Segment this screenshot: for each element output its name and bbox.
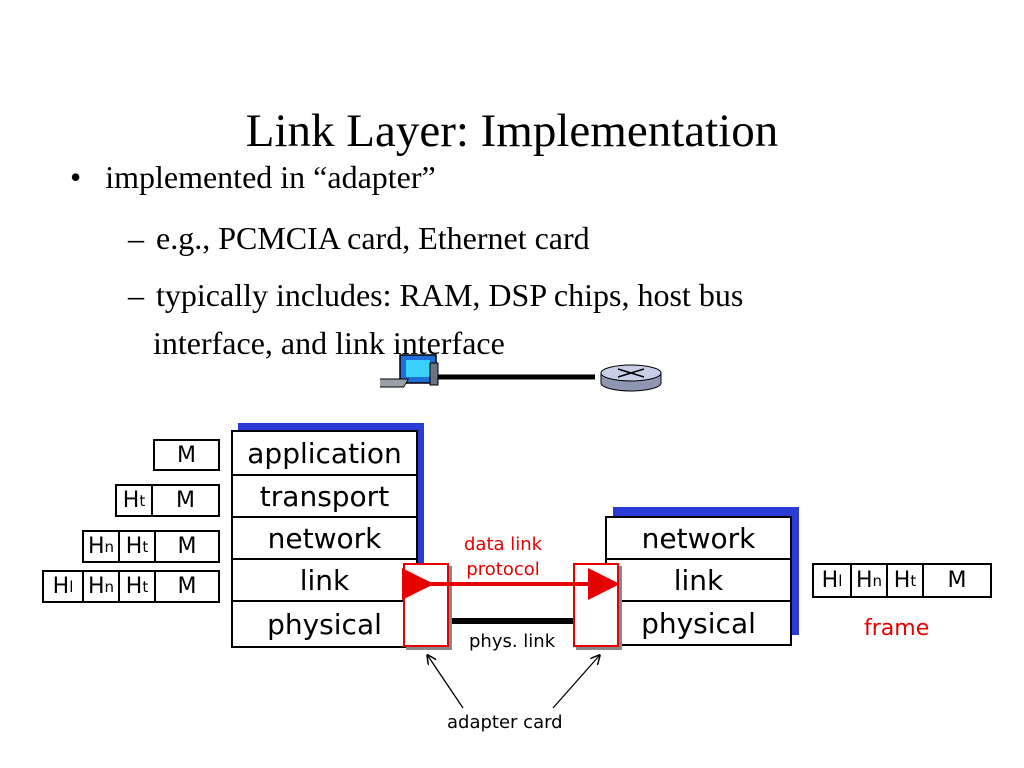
segment-message: M [176,488,195,513]
phys-link-label: phys. link [469,631,556,652]
computer-icon [380,354,439,388]
host-layer-link: link [233,560,416,602]
data-link-label-line2: protocol [466,559,540,580]
computer-screen [406,360,430,377]
host-protocol-stack: application transport network link physi… [231,430,418,648]
computer-tower [429,362,439,386]
router-layer-physical: physical [641,606,756,640]
host-layer-application: application [233,432,416,476]
host-layer-network: network [233,518,416,560]
bullet-dot: • [70,159,82,195]
frame-message: M [947,568,967,593]
computer-keyboard [380,378,410,388]
message-box: M [153,439,220,471]
sub-bullet-2-line2: interface, and link interface [153,325,505,361]
physical-link-line [446,618,574,624]
bullet-main: • implemented in “adapter” [70,158,436,196]
sub-bullet-2: – typically includes: RAM, DSP chips, ho… [128,276,743,314]
host-layer-transport: transport [233,476,416,518]
message-label: M [177,442,196,468]
router-protocol-stack: network link physical [605,516,792,646]
sub-bullet-2-text: typically includes: RAM, DSP chips, host… [156,277,744,313]
data-link-label-line1: data link [464,534,543,555]
adapter-card-label: adapter card [447,712,563,733]
dash: – [128,220,144,256]
slide-title: Link Layer: Implementation [245,105,779,157]
sub-bullet-1: – e.g., PCMCIA card, Ethernet card [128,219,590,257]
sub-bullet-1-text: e.g., PCMCIA card, Ethernet card [156,220,590,256]
router-layer-network: network [607,518,790,560]
adapter-pointer-left [428,656,464,709]
frame-label: frame [864,616,930,641]
router-layer-link: link [607,560,790,602]
datagram-message: M [177,534,197,559]
frame-message: M [177,574,197,599]
dash: – [128,277,144,313]
adapter-pointer-right [552,656,599,709]
data-link-protocol-label: data link protocol [464,532,542,582]
router-icon [600,364,662,392]
host-layer-physical: physical [267,607,382,641]
host-router-link-graphic [380,354,662,392]
bullet-main-text: implemented in “adapter” [105,159,436,195]
